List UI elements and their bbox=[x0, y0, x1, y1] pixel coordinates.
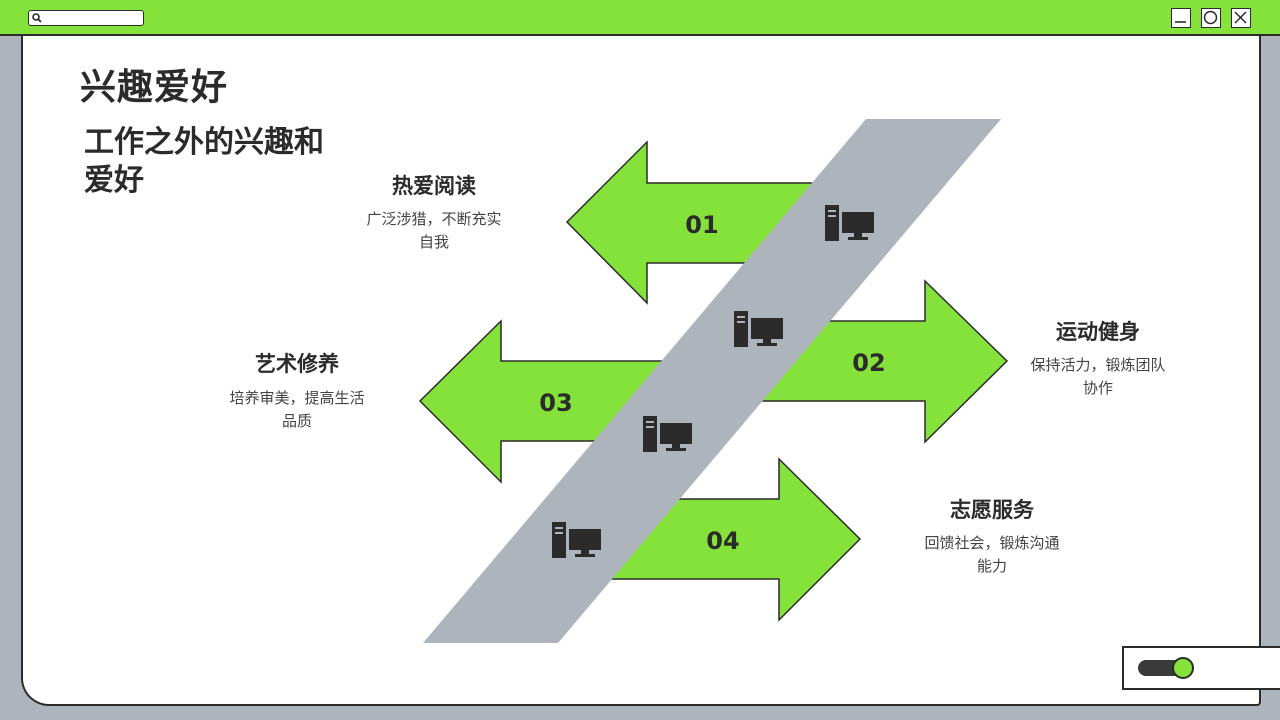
item-number: 04 bbox=[706, 527, 739, 555]
item-title-art: 艺术修养 bbox=[255, 352, 339, 376]
search-icon bbox=[32, 13, 42, 23]
computer-icon bbox=[825, 205, 874, 241]
maximize-icon bbox=[1203, 10, 1218, 25]
item-title-volunteer: 志愿服务 bbox=[950, 498, 1034, 522]
item-number: 01 bbox=[685, 211, 718, 239]
computer-icon bbox=[734, 311, 783, 347]
item-number: 03 bbox=[539, 389, 572, 417]
toggle-knob[interactable] bbox=[1172, 657, 1194, 679]
search-input[interactable] bbox=[28, 10, 144, 26]
computer-icon bbox=[643, 416, 692, 452]
page-subtitle: 工作之外的兴趣和爱好 bbox=[84, 125, 324, 198]
close-button[interactable] bbox=[1231, 8, 1251, 28]
item-desc-reading: 广泛涉猎，不断充实自我 bbox=[366, 210, 502, 251]
title-bar bbox=[0, 0, 1280, 36]
close-icon bbox=[1234, 11, 1247, 24]
minimize-button[interactable] bbox=[1171, 8, 1191, 28]
item-desc-art: 培养审美，提高生活品质 bbox=[229, 389, 365, 430]
item-title-fitness: 运动健身 bbox=[1056, 320, 1140, 344]
diagonal-band bbox=[423, 119, 1001, 643]
item-desc-fitness: 保持活力，锻炼团队协作 bbox=[1030, 356, 1166, 397]
toggle-panel bbox=[1122, 646, 1280, 690]
item-number: 02 bbox=[852, 349, 885, 377]
page-title: 兴趣爱好 bbox=[80, 67, 229, 108]
minimize-icon bbox=[1175, 21, 1186, 23]
item-desc-volunteer: 回馈社会，锻炼沟通能力 bbox=[924, 534, 1060, 575]
item-title-reading: 热爱阅读 bbox=[392, 174, 476, 198]
maximize-button[interactable] bbox=[1201, 8, 1221, 28]
computer-icon bbox=[552, 522, 601, 558]
